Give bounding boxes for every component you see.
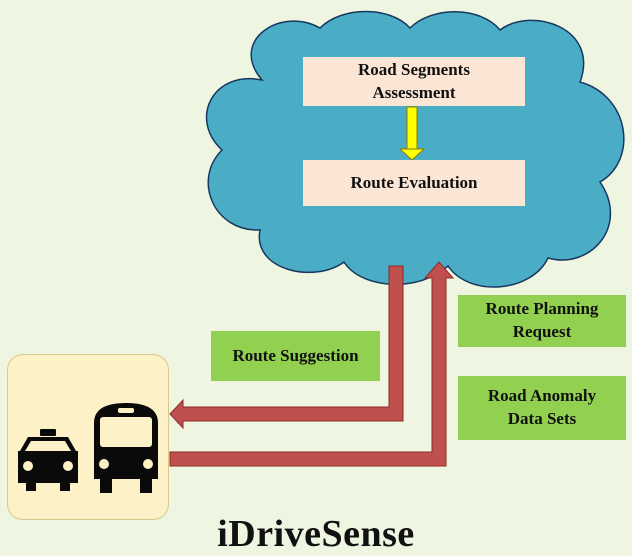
route-suggestion-box: Route Suggestion <box>211 331 380 381</box>
bus-icon <box>94 403 158 493</box>
road-anomaly-data-sets-line-2: Data Sets <box>507 409 577 428</box>
diagram-title: iDriveSense <box>217 513 415 555</box>
request-upload-arrow <box>169 261 455 467</box>
route-planning-request-line-2: Request <box>512 322 572 341</box>
taxi-icon <box>18 429 78 491</box>
vehicles-panel <box>7 354 169 520</box>
road-anomaly-data-sets-box: Road Anomaly Data Sets <box>458 376 626 440</box>
road-anomaly-data-sets-line-1: Road Anomaly <box>487 386 597 406</box>
road-segments-assessment-line-1: Road Segments <box>358 59 470 79</box>
road-segments-assessment-box: Road Segments Assessment <box>303 57 525 106</box>
route-suggestion-arrow <box>169 265 404 430</box>
route-suggestion-label: Route Suggestion <box>232 345 359 365</box>
route-evaluation-box: Route Evaluation <box>303 160 525 206</box>
assessment-to-evaluation-arrow <box>398 106 426 161</box>
road-segments-assessment-line-2: Assessment <box>372 82 456 102</box>
route-evaluation-label: Route Evaluation <box>350 172 478 192</box>
route-planning-request-box: Route Planning Request <box>458 295 626 347</box>
route-planning-request-line-1: Route Planning <box>485 299 599 319</box>
